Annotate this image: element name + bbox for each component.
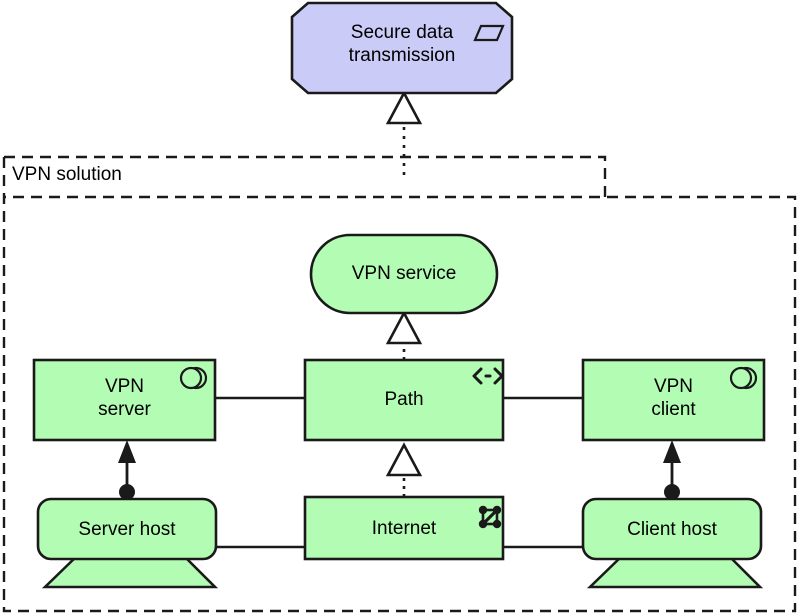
rectangle-shape <box>303 495 505 561</box>
node-internet[interactable] <box>303 495 505 561</box>
edge-realization-internet-to-path <box>385 442 423 497</box>
composition-ball-icon <box>119 484 135 500</box>
device-body-shape <box>581 497 763 561</box>
node-client-host[interactable] <box>581 497 764 589</box>
node-path[interactable] <box>303 358 505 442</box>
component-circles-icon <box>179 366 208 390</box>
hollow-triangle-icon <box>385 90 423 125</box>
group-vpn-solution[interactable] <box>2 155 797 613</box>
group-body-border <box>2 157 797 613</box>
octagon-shape <box>290 1 514 95</box>
network-nodes-icon <box>478 505 502 529</box>
path-arrows-icon <box>472 367 504 385</box>
node-server-host[interactable] <box>36 497 219 589</box>
hollow-triangle-icon <box>385 310 423 345</box>
parallelogram-icon <box>473 24 505 42</box>
rectangle-shape <box>303 358 505 442</box>
edge-composition-serverhost-to-vpnserver <box>118 440 136 500</box>
device-body-shape <box>36 497 218 561</box>
node-vpn-service[interactable] <box>309 233 499 315</box>
edge-composition-clienthost-to-vpnclient <box>663 440 681 500</box>
filled-arrow-icon <box>663 440 681 463</box>
node-vpn-client[interactable] <box>581 358 766 442</box>
filled-arrow-icon <box>118 440 136 463</box>
hollow-triangle-icon <box>385 442 423 477</box>
pill-shape <box>309 233 499 315</box>
node-secure-data-transmission[interactable] <box>290 1 514 95</box>
node-vpn-server[interactable] <box>32 358 217 442</box>
group-tab-border <box>4 155 607 197</box>
component-circles-icon <box>729 366 758 390</box>
edge-realization-path-to-service <box>385 310 423 360</box>
edge-realization-group-to-goal <box>385 90 423 175</box>
composition-ball-icon <box>664 484 680 500</box>
